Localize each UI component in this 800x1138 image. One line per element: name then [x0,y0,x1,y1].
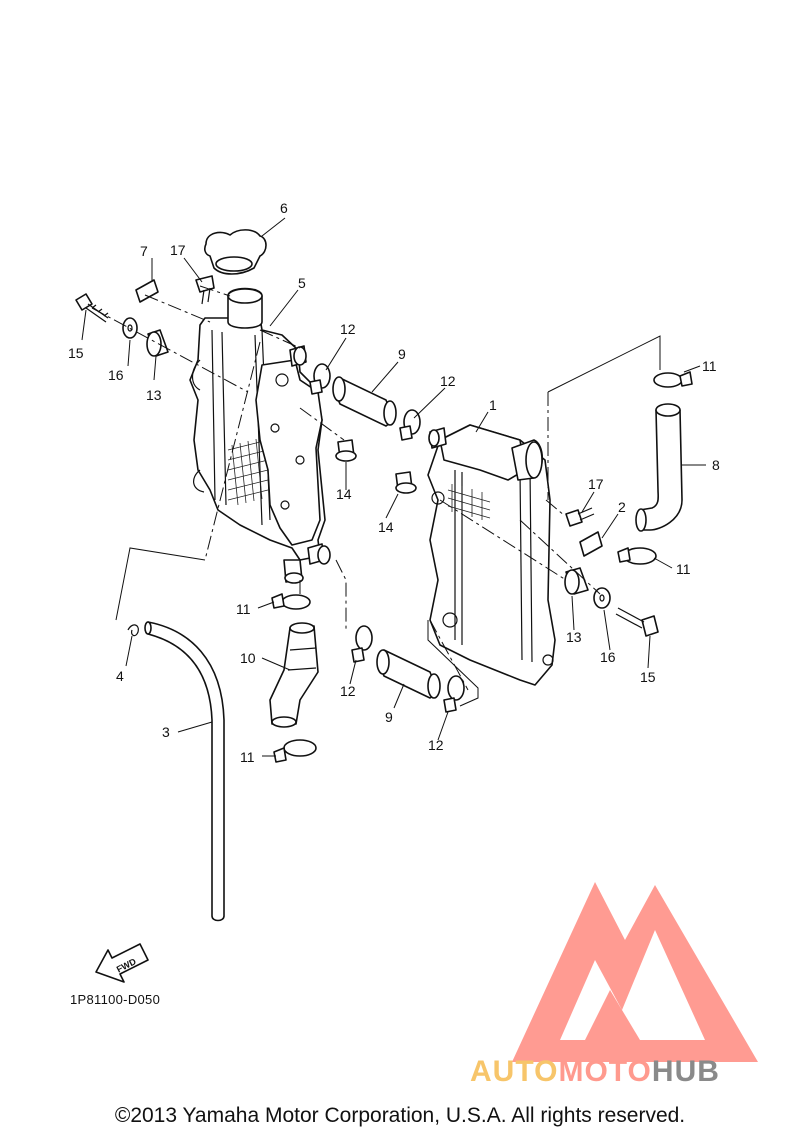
clamp-11-top-right [653,371,693,388]
clamp-12-d [443,675,465,713]
callout-7: 7 [140,243,148,259]
callout-12-c: 12 [340,683,356,699]
alignment-lines [91,285,601,691]
hose-8 [635,403,683,532]
callouts: 1 2 3 4 5 6 7 8 9 9 10 11 11 11 11 12 12… [68,200,720,765]
callout-9-lower: 9 [385,709,393,725]
leader-lines [81,217,706,757]
breather-tube-3 [144,621,225,922]
washer-16-right [593,587,611,609]
callout-12-d: 12 [428,737,444,753]
guide-lines [115,335,661,707]
clamp-11-mid-left [271,593,311,610]
callout-3: 3 [162,724,170,740]
drawing-code: 1P81100-D050 [70,992,161,1007]
callout-5: 5 [298,275,306,291]
callout-8: 8 [712,457,720,473]
radiator-cap [204,229,267,275]
callout-16-right: 16 [600,649,616,665]
label-plate-2 [579,531,603,557]
callout-12-b: 12 [440,373,456,389]
callout-1: 1 [489,397,497,413]
label-plate-7 [135,279,159,303]
hose-10 [269,622,319,728]
clamp-11-bottom-left [273,739,317,763]
watermark-hub: HUB [651,1055,720,1088]
callout-15-right: 15 [640,669,656,685]
callout-11-mid-left: 11 [236,601,251,617]
left-radiator [189,287,331,584]
callout-15-left: 15 [68,345,84,361]
right-radiator [427,424,556,686]
grommet-13-right [564,567,589,595]
bolt-15-right [615,607,659,637]
callout-11-right: 11 [676,561,691,577]
callout-11-top-right: 11 [702,358,717,374]
callout-10: 10 [240,650,256,666]
callout-17-left: 17 [170,242,186,258]
watermark-text: AUTOMOTOHUB [470,1055,720,1089]
callout-16-left: 16 [108,367,124,383]
callout-14-right: 14 [378,519,394,535]
watermark-moto: MOTO [558,1055,652,1088]
clamp-11-right [617,547,657,565]
watermark-auto: AUTO [470,1055,559,1088]
callout-11-bottom-left: 11 [240,749,255,765]
watermark-logo [512,882,758,1062]
callout-6: 6 [280,200,288,216]
callout-17-right: 17 [588,476,604,492]
callout-2: 2 [618,499,626,515]
grommet-13-left [146,329,169,357]
washer-16-left [122,317,138,339]
bolt-17-right [565,507,595,527]
callout-13-left: 13 [146,387,162,403]
clamp-12-c [351,625,373,663]
callout-12-a: 12 [340,321,356,337]
callout-4: 4 [116,668,124,684]
hose-9-lower [376,649,441,699]
fwd-arrow-icon: FWD [95,943,149,983]
collar-14-right [395,471,417,494]
callout-13-right: 13 [566,629,582,645]
collar-14-left [335,439,357,462]
clip-4 [127,624,139,637]
copyright-notice: ©2013 Yamaha Motor Corporation, U.S.A. A… [114,1104,686,1127]
bolt-17-left [195,275,215,305]
hose-9-upper [332,376,397,427]
callout-14-left: 14 [336,486,352,502]
callout-9-upper: 9 [398,346,406,362]
